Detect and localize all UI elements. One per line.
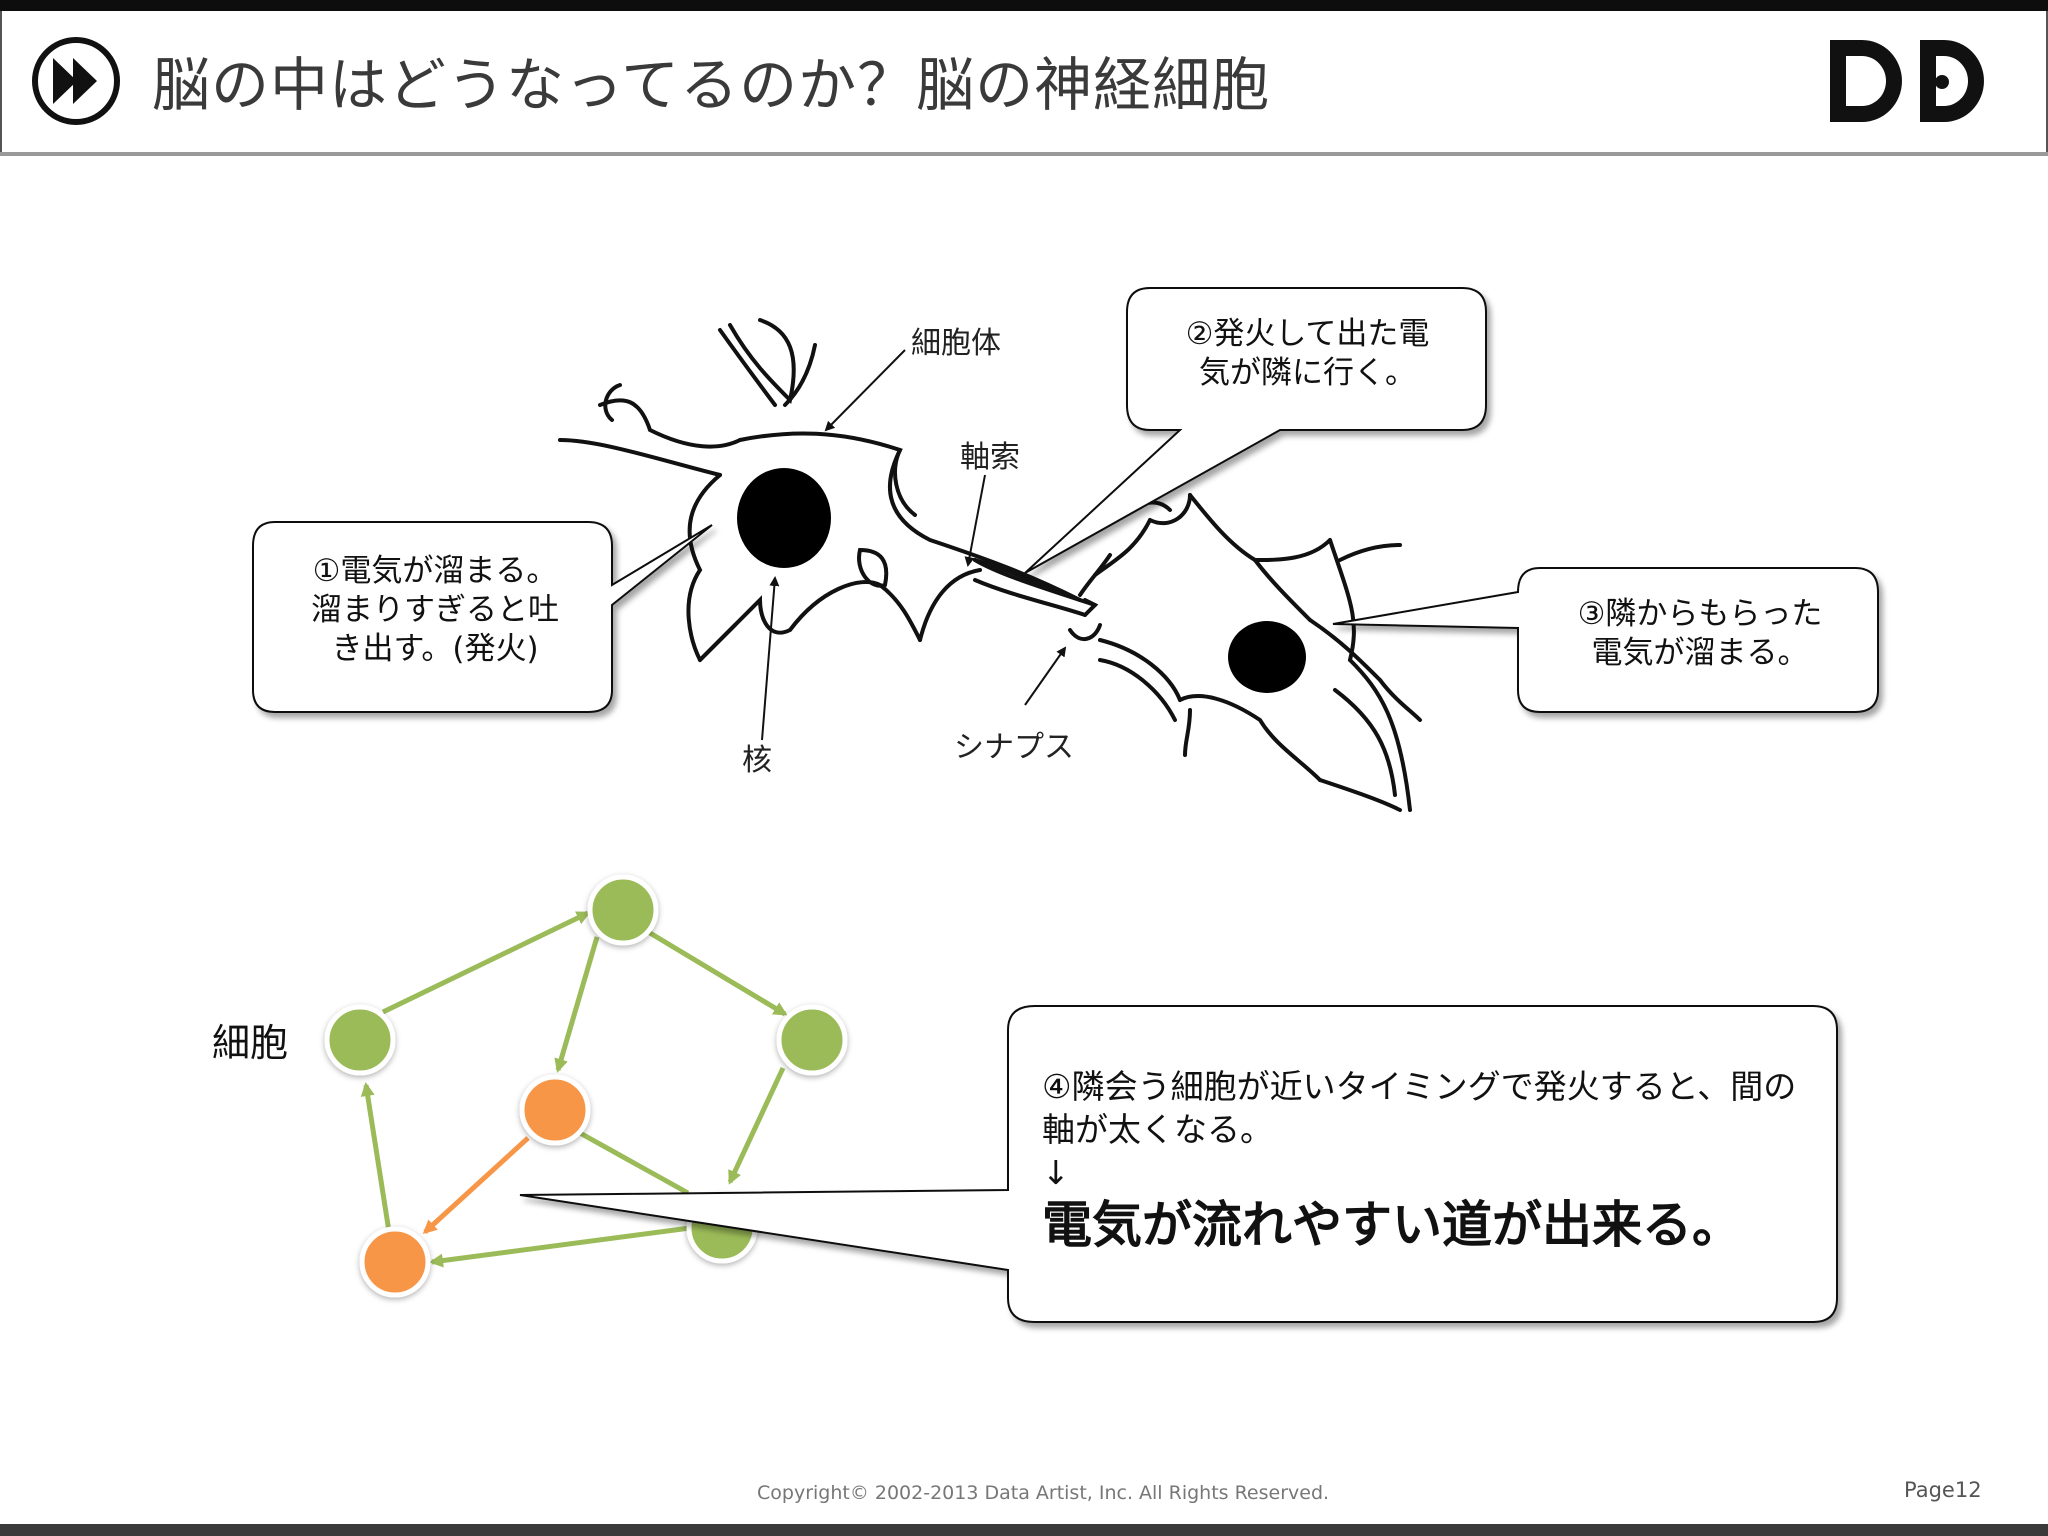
- edge-c2-c4: [554, 936, 600, 1073]
- axon-label: 軸索: [960, 440, 1020, 475]
- cell-node: [324, 1004, 396, 1076]
- page-title: 脳の中はどうなってるのか？脳の神経細胞: [152, 51, 1271, 119]
- edge-c4-c6: [422, 1136, 530, 1235]
- play-arrow-icon: [32, 37, 120, 125]
- callout-1-line: き出す。(発火): [331, 630, 539, 667]
- callout-2-shape: [1024, 287, 1487, 574]
- callout-1-shape: [252, 521, 713, 713]
- edge-c5-c6: [429, 1225, 691, 1268]
- callout-3: ③隣からもらった 電気が溜まる。: [1530, 595, 1870, 673]
- callout-3-line: 電気が溜まる。: [1591, 634, 1809, 671]
- callout-4-body: ④隣会う細胞が近いタイミングで発火すると、間の軸が太くなる。: [1042, 1067, 1797, 1149]
- edge-c1-c2: [381, 910, 591, 1015]
- cell-body-arrow: [824, 349, 906, 432]
- callout-3-shape: [1332, 567, 1879, 713]
- callout-1-line: ①電気が溜まる。: [312, 553, 558, 589]
- edge-c2-c3: [643, 927, 788, 1017]
- callout-4-shape: [519, 1005, 1838, 1323]
- callout-2-line: 気が隣に行く。: [1199, 354, 1416, 391]
- nucleus-2: [1228, 621, 1306, 693]
- edge-c6-c1: [360, 1082, 393, 1239]
- callout-1: ①電気が溜まる。 溜まりすぎると吐 き出す。(発火): [270, 552, 600, 668]
- callout-3-line: ③隣からもらった: [1577, 596, 1823, 632]
- header-right-border: [2046, 11, 2048, 156]
- cell-node-active: [359, 1226, 431, 1298]
- header-divider: [0, 152, 2048, 156]
- nucleus-label: 核: [742, 743, 772, 778]
- synapse-label: シナプス: [954, 730, 1074, 765]
- callout-1-line: 溜まりすぎると吐: [311, 591, 559, 628]
- cell-node-active: [519, 1074, 591, 1146]
- top-border: [0, 0, 2048, 11]
- page-number: Page12: [1904, 1478, 1982, 1502]
- bottom-border: [0, 1524, 2048, 1536]
- synapse-arrow: [1024, 646, 1067, 706]
- neuron-1: [558, 318, 1082, 662]
- edge-c4-c5: [578, 1130, 690, 1196]
- header-left-border: [0, 11, 2, 156]
- callout-4-arrow: ↓: [1042, 1152, 1070, 1192]
- callout-4-text: ④隣会う細胞が近いタイミングで発火すると、間の軸が太くなる。 ↓: [1042, 1066, 1822, 1195]
- cell-node: [587, 874, 659, 946]
- cell-label: 細胞: [212, 1021, 289, 1065]
- callout-2-line: ②発火して出た電: [1185, 316, 1430, 352]
- cell-body-label: 細胞体: [911, 326, 1001, 361]
- axon-arrow: [964, 474, 986, 567]
- callout-2: ②発火して出た電 気が隣に行く。: [1140, 315, 1475, 393]
- company-logo: [1830, 40, 1984, 122]
- nucleus-1: [737, 468, 831, 568]
- edge-c3-c5: [727, 1066, 786, 1185]
- nucleus-arrow: [761, 576, 780, 741]
- footer-copyright: Copyright© 2002-2013 Data Artist, Inc. A…: [757, 1482, 1330, 1504]
- callout-4-conclusion: 電気が流れやすい道が出来る。: [1042, 1196, 1742, 1254]
- cell-node: [776, 1004, 848, 1076]
